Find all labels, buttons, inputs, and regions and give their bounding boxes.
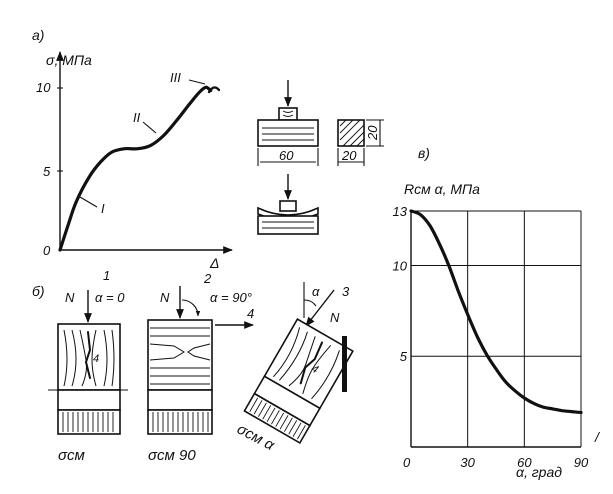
case-3-crack-mark: 4 [309, 363, 320, 376]
case-3-number: 3 [342, 284, 350, 299]
deformed-plate [279, 200, 297, 212]
cross-section-hatch [339, 119, 365, 147]
case-3-force-arrow [305, 289, 335, 327]
case-3-support [342, 336, 347, 392]
case-2-force-label: N [160, 290, 170, 305]
zone-i-leader [79, 196, 98, 208]
panel-v-grid [410, 210, 582, 448]
panel-v: в) Rсм α, МПа α, град 0 30 60 90 5 10 13 [393, 145, 589, 480]
panel-v-strength-curve [409, 209, 583, 415]
case-3-force-label: N [330, 310, 340, 325]
zone-ii-leader [142, 121, 157, 134]
case-2: 2 N α = 90° 4 σсм 90 [147, 271, 254, 464]
case-3-grain [272, 327, 340, 400]
case-2-upper-block [147, 319, 213, 391]
case-1-angle-label: α = 0 [95, 290, 125, 305]
panel-v-y-tick-10: 10 [393, 258, 408, 273]
panel-a-tick-5: 5 [43, 164, 51, 179]
case-2-angle-arc [181, 299, 201, 317]
panel-a-curve-hook [207, 86, 221, 94]
panel-a: а) σ, МПа Δ 0 5 10 I II III [32, 27, 233, 271]
panel-a-y-axis-label: σ, МПа [46, 52, 92, 68]
specimen-block [257, 119, 319, 147]
panel-v-y-tick-5: 5 [400, 349, 408, 364]
case-3-hatch [249, 397, 306, 440]
panel-v-ticks: 0 30 60 90 5 10 13 [393, 204, 589, 470]
specimen-grain [262, 127, 314, 141]
zone-ii-label: II [133, 110, 141, 125]
case-2-number: 2 [203, 271, 212, 286]
panel-v-label: в) [418, 145, 430, 161]
case-2-grain [149, 327, 211, 385]
case-1-force-label: N [65, 290, 75, 305]
case-1-hatch [62, 412, 114, 432]
panel-v-y-axis-label: Rсм α, МПа [404, 181, 480, 197]
case-3-angle-label: α [312, 284, 320, 299]
loading-plate [278, 107, 298, 121]
specimen-cross-section [337, 119, 365, 147]
panel-v-x-axis-label: α, град [516, 464, 562, 480]
case-2-grain-direction-mark: 4 [247, 306, 254, 321]
case-3-lower-block [243, 392, 311, 445]
zone-iii-leader [188, 79, 206, 85]
panel-b: б) 1 N α = 0 4 σсм 2 N α = 90° 4 [32, 268, 354, 464]
panel-a-tick-0: 0 [43, 243, 51, 258]
case-1-lower-block [57, 409, 121, 435]
panel-v-x-tick-90: 90 [574, 455, 589, 470]
specimen-sketch: 60 20 20 [257, 80, 384, 235]
zone-iii-label: III [170, 70, 181, 85]
case-2-middle [147, 389, 213, 411]
case-1-number: 1 [103, 268, 110, 283]
zone-i-label: I [101, 201, 105, 216]
panel-a-x-axis-label: Δ [209, 255, 219, 271]
case-1-crack [84, 331, 92, 379]
panel-v-x-tick-60: 60 [517, 455, 532, 470]
dim-60-label: 60 [279, 148, 294, 163]
case-2-hatch [152, 412, 209, 432]
case-3-crack [299, 341, 323, 385]
case-2-lower-block [147, 409, 213, 435]
case-3-angle-arc [303, 299, 317, 307]
plate-grain [282, 110, 294, 117]
case-1-middle [57, 389, 121, 411]
case-2-angle-label: α = 90° [210, 290, 252, 305]
panel-a-tick-10: 10 [36, 80, 51, 95]
edge-mark: / [594, 429, 601, 445]
case-1-crack-mark: 4 [93, 353, 99, 365]
deformed-specimen-body [257, 215, 319, 235]
panel-a-label: а) [32, 27, 44, 43]
dim-20-height-label: 20 [365, 125, 380, 141]
deformed-grain [262, 221, 314, 229]
case-3-rotated-specimen: 4 [243, 318, 354, 445]
panel-v-y-tick-13: 13 [393, 204, 408, 219]
case-2-stress-label: σсм 90 [148, 447, 196, 464]
panel-v-x-tick-0: 0 [403, 455, 411, 470]
case-1: 1 N α = 0 4 σсм [48, 268, 128, 464]
dim-20-width-label: 20 [341, 148, 357, 163]
panel-b-label: б) [32, 283, 45, 299]
panel-a-stress-curve [58, 85, 213, 252]
case-1-stress-label: σсм [58, 447, 85, 464]
panel-v-x-tick-30: 30 [460, 455, 475, 470]
